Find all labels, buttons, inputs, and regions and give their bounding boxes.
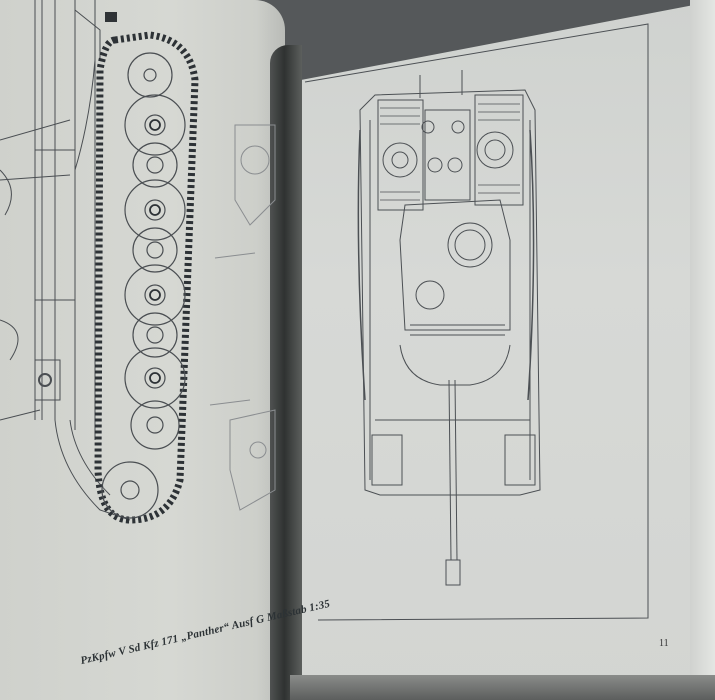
left-page — [0, 0, 285, 700]
track-assembly — [94, 31, 199, 524]
front-rear-views — [209, 124, 276, 511]
right-page — [280, 0, 715, 700]
page-number: 11 — [659, 638, 669, 649]
bottom-shadow — [290, 675, 715, 700]
right-page-edge — [690, 0, 715, 700]
side-view-drawing — [0, 0, 276, 524]
